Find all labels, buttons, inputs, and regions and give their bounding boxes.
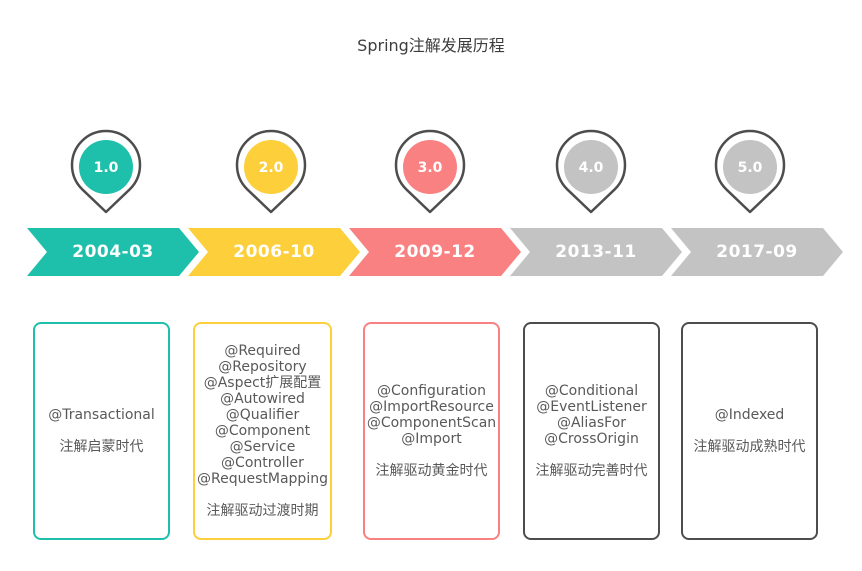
era-label: 注解驱动黄金时代	[375, 463, 488, 479]
version-label: 5.0	[738, 160, 763, 176]
version-circle	[244, 140, 298, 194]
era-card: @Transactional 注解启蒙时代	[33, 322, 170, 540]
annotation-list: @Required @Repository @Aspect扩展配置 @Autow…	[197, 343, 328, 487]
era-card: @Indexed 注解驱动成熟时代	[681, 322, 818, 540]
annotation-list: @Conditional @EventListener @AliasFor @C…	[536, 383, 647, 447]
arrow-date-label: 2006-10	[233, 242, 315, 262]
version-label: 4.0	[579, 160, 604, 176]
version-pin: 4.0	[555, 129, 627, 214]
diagram-title: Spring注解发展历程	[357, 36, 505, 55]
timeline-date-arrow: 2009-12	[349, 228, 521, 276]
arrow-date-label: 2013-11	[555, 242, 637, 262]
version-pin: 3.0	[394, 129, 466, 214]
version-label: 3.0	[418, 160, 443, 176]
annotation-list: @Configuration @ImportResource @Componen…	[366, 383, 497, 447]
version-label: 2.0	[259, 160, 284, 176]
version-pin: 2.0	[235, 129, 307, 214]
version-pin: 1.0	[70, 129, 142, 214]
arrow-date-label: 2009-12	[394, 242, 476, 262]
era-label: 注解驱动成熟时代	[693, 439, 806, 455]
era-card: @Required @Repository @Aspect扩展配置 @Autow…	[193, 322, 332, 540]
annotation-list: @Indexed	[714, 407, 785, 423]
version-circle	[564, 140, 618, 194]
timeline-date-arrow: 2004-03	[27, 228, 199, 276]
era-label: 注解启蒙时代	[59, 439, 144, 455]
version-circle	[723, 140, 777, 194]
version-label: 1.0	[94, 160, 119, 176]
era-label: 注解驱动过渡时期	[206, 503, 319, 519]
annotation-list: @Transactional	[48, 407, 155, 423]
arrow-date-label: 2017-09	[716, 242, 798, 262]
timeline-date-arrow: 2006-10	[188, 228, 360, 276]
era-card: @Configuration @ImportResource @Componen…	[363, 322, 500, 540]
version-pin: 5.0	[714, 129, 786, 214]
arrow-date-label: 2004-03	[72, 242, 154, 262]
timeline-date-arrow: 2013-11	[510, 228, 682, 276]
era-card: @Conditional @EventListener @AliasFor @C…	[523, 322, 660, 540]
era-label: 注解驱动完善时代	[535, 463, 648, 479]
timeline-date-arrow: 2017-09	[671, 228, 843, 276]
version-circle	[79, 140, 133, 194]
version-circle	[403, 140, 457, 194]
